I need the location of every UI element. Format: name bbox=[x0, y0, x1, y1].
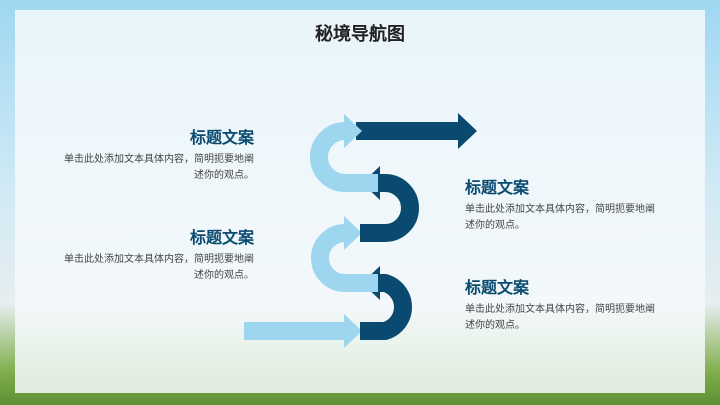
light-arrowhead-3 bbox=[344, 114, 362, 148]
block-heading: 标题文案 bbox=[465, 178, 530, 197]
block-heading: 标题文案 bbox=[189, 128, 254, 147]
light-arrowhead-1 bbox=[344, 314, 362, 348]
text-block-1: 标题文案 单击此处添加文本具体内容，简明扼要地阐述你的观点。 bbox=[24, 124, 254, 184]
dark-arrowhead-3 bbox=[458, 113, 477, 149]
light-arrow-2 bbox=[311, 224, 378, 292]
text-block-2: 标题文案 单击此处添加文本具体内容，简明扼要地阐述你的观点。 bbox=[24, 224, 254, 284]
dark-arrow-2 bbox=[360, 174, 419, 242]
block-body: 单击此处添加文本具体内容，简明扼要地阐述你的观点。 bbox=[64, 154, 254, 181]
block-heading: 标题文案 bbox=[465, 278, 530, 297]
block-body: 单击此处添加文本具体内容，简明扼要地阐述你的观点。 bbox=[64, 254, 254, 281]
dark-arrow-1 bbox=[360, 274, 412, 340]
block-heading: 标题文案 bbox=[189, 228, 254, 247]
text-block-4: 标题文案 单击此处添加文本具体内容，简明扼要地阐述你的观点。 bbox=[465, 274, 655, 334]
light-arrowhead-2 bbox=[344, 216, 362, 250]
block-body: 单击此处添加文本具体内容，简明扼要地阐述你的观点。 bbox=[465, 204, 655, 231]
light-arrow-3 bbox=[310, 122, 378, 192]
text-block-3: 标题文案 单击此处添加文本具体内容，简明扼要地阐述你的观点。 bbox=[465, 174, 655, 234]
block-body: 单击此处添加文本具体内容，简明扼要地阐述你的观点。 bbox=[465, 304, 655, 331]
page-title: 秘境导航图 bbox=[315, 24, 405, 45]
